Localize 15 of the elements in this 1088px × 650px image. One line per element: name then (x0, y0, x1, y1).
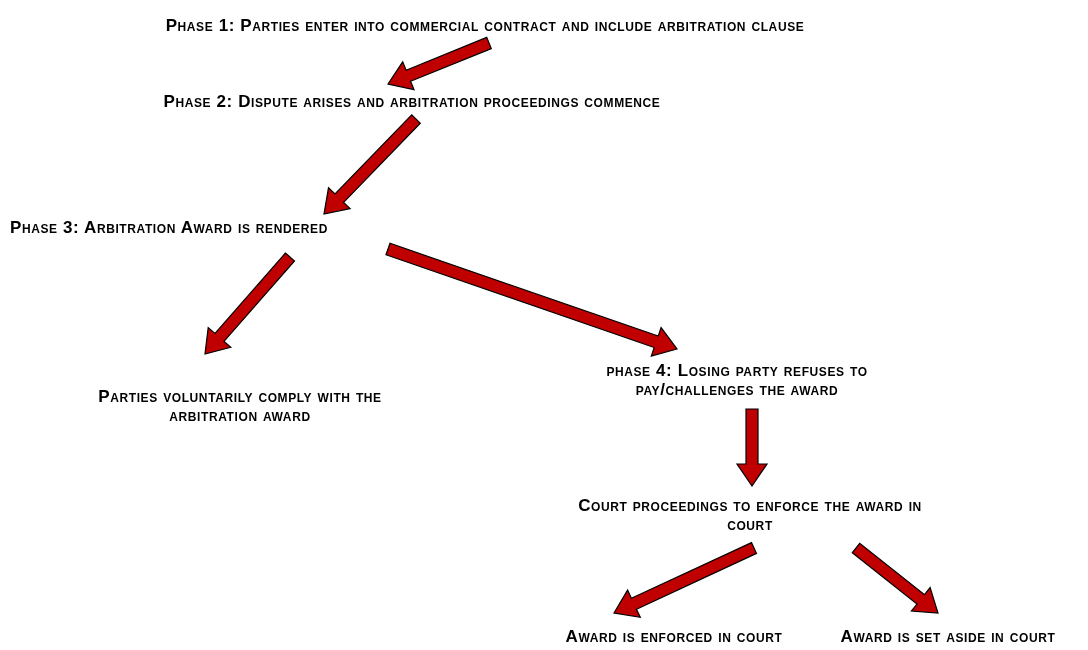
block-arrow (735, 408, 769, 488)
phase-text: Phase 2: Dispute arises and arbitration proceedings commence (163, 92, 661, 111)
phase-text: Parties voluntarily comply with the arbitration award (75, 387, 405, 425)
block-arrow (323, 113, 422, 215)
phase-text: Phase 1: Parties enter into commercial contract and include arbitration clause (165, 16, 805, 35)
block-arrow (613, 541, 758, 619)
block-arrow (851, 542, 939, 614)
phase-text: Phase 3: Arbitration Award is rendered (10, 218, 328, 237)
block-arrow (204, 252, 296, 355)
block-arrow (385, 242, 678, 357)
phase-text: Award is enforced in court (565, 627, 783, 646)
phase-text: Award is set aside in court (840, 627, 1056, 646)
phase-text: Court proceedings to enforce the award in court (570, 496, 930, 534)
block-arrow (387, 36, 493, 91)
phase-text: phase 4: Losing party refuses to pay/challenges the award (562, 361, 912, 399)
